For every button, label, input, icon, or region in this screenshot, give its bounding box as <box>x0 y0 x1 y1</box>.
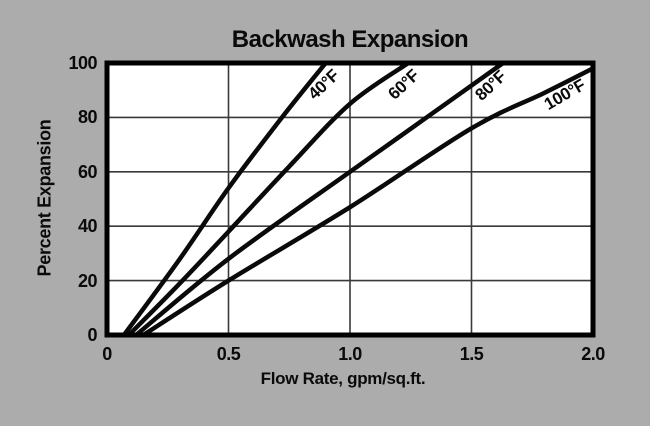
x-tick-label: 1.5 <box>459 344 484 364</box>
chart-title: Backwash Expansion <box>231 26 469 53</box>
x-tick-label: 1.0 <box>338 344 362 364</box>
series-line-60f <box>126 63 411 335</box>
x-tick-label: 0.5 <box>216 344 241 364</box>
series-line-100f <box>141 66 593 335</box>
x-tick-label: 2.0 <box>581 344 605 364</box>
y-tick-label: 80 <box>77 107 98 128</box>
plot-frame <box>104 60 596 338</box>
series-line-80f <box>133 63 506 335</box>
x-axis-title: Flow Rate, gpm/sq.ft. <box>260 369 426 388</box>
series-line-40f <box>121 63 328 335</box>
y-tick-label: 100 <box>68 53 97 73</box>
y-tick-label: 0 <box>87 325 97 345</box>
y-tick-label: 20 <box>77 270 98 291</box>
x-tick-label: 0 <box>102 344 112 364</box>
y-tick-label: 60 <box>77 161 98 182</box>
y-tick-label: 40 <box>77 216 98 237</box>
y-axis-title: Percent Expansion <box>34 119 55 277</box>
